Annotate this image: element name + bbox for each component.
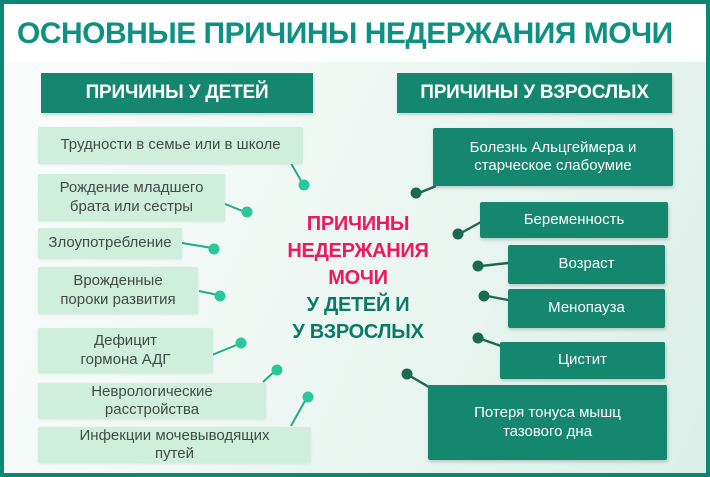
center-label-line: У ВЗРОСЛЫХ	[292, 321, 424, 343]
child-cause-abuse: Злоупотребление	[38, 228, 182, 259]
child-cause-neurological: Неврологические расстройства	[38, 383, 266, 419]
child-cause-adh-deficit: Дефицит гормона АДГ	[38, 328, 213, 373]
page-title: ОСНОВНЫЕ ПРИЧИНЫ НЕДЕРЖАНИЯ МОЧИ	[17, 17, 673, 50]
child-cause-uti: Инфекции мочевыводящих путей	[38, 427, 311, 463]
center-label-line: МОЧИ	[328, 267, 388, 289]
adult-cause-cystitis: Цистит	[500, 342, 665, 379]
right-connector-dots	[401, 187, 490, 380]
child-cause-sibling-birth: Рождение младшего брата или сестры	[38, 174, 225, 221]
children-column-header: ПРИЧИНЫ У ДЕТЕЙ	[41, 73, 313, 113]
adult-cause-age: Возраст	[508, 245, 665, 284]
center-label-line: У ДЕТЕЙ И	[306, 294, 410, 316]
adult-cause-menopause: Менопауза	[508, 289, 665, 328]
child-cause-family-school: Трудности в семье или в школе	[38, 127, 303, 164]
center-label-line: ПРИЧИНЫ	[306, 213, 410, 235]
adult-cause-pregnancy: Беременность	[480, 202, 668, 238]
center-label: ПРИЧИНЫ НЕДЕРЖАНИЯ МОЧИ У ДЕТЕЙ И У ВЗРО…	[278, 211, 438, 346]
adult-cause-alzheimer: Болезнь Альцгеймера и старческое слабоум…	[433, 128, 673, 186]
center-label-line: НЕДЕРЖАНИЯ	[287, 240, 429, 262]
adults-column-header: ПРИЧИНЫ У ВЗРОСЛЫХ	[397, 73, 672, 113]
adult-cause-pelvic-tone-loss: Потеря тонуса мышц тазового дна	[428, 385, 667, 460]
title-band	[4, 4, 706, 62]
child-cause-birth-defects: Врожденные пороки развития	[38, 267, 198, 314]
left-connector-dots	[208, 179, 314, 403]
